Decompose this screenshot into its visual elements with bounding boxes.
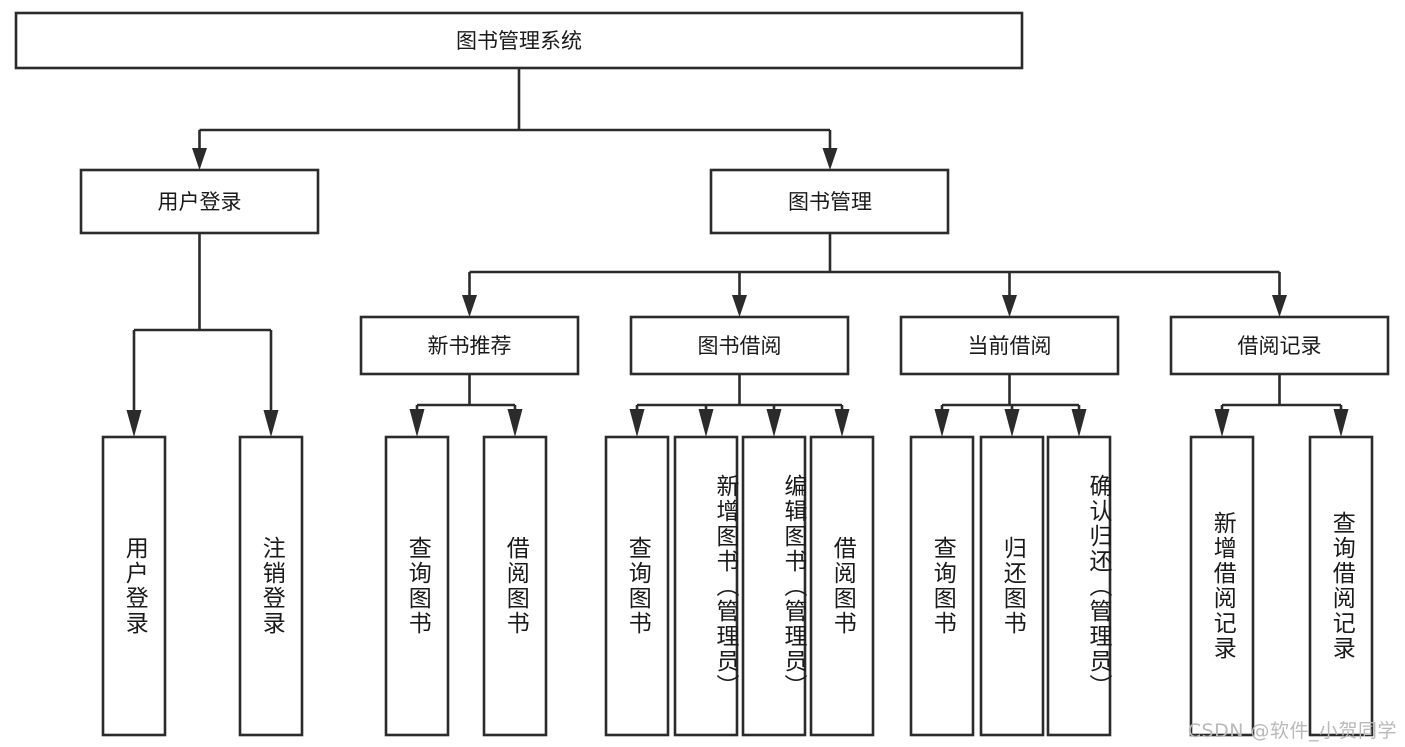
node-book-manage[interactable]: 图书管理 bbox=[709, 168, 950, 235]
node-borrow-record[interactable]: 借阅记录 bbox=[1169, 315, 1390, 376]
arrow-icon-leaf-9 bbox=[934, 409, 950, 437]
node-borrow-record-label: 借阅记录 bbox=[1238, 334, 1322, 358]
node-book-borrow-box bbox=[629, 315, 850, 376]
node-current-borrow-box bbox=[899, 315, 1120, 376]
node-borrow-record-box bbox=[1169, 315, 1390, 376]
arrow-icon-leaf-5 bbox=[629, 409, 645, 437]
arrow-icon-level3-3 bbox=[1002, 295, 1017, 317]
node-new-book-rec-label: 新书推荐 bbox=[428, 334, 512, 358]
node-leaf-box-11[interactable] bbox=[1046, 435, 1112, 737]
arrow-icon-leaf-3 bbox=[409, 409, 425, 437]
node-leaf-box-6[interactable] bbox=[673, 435, 739, 737]
node-leaf-box-3[interactable] bbox=[384, 435, 450, 737]
node-leaf-box-13[interactable] bbox=[1308, 435, 1374, 737]
node-leaf-box-5[interactable] bbox=[604, 435, 670, 737]
arrow-icon-leaf-6 bbox=[698, 409, 714, 437]
arrow-icon-leaf-7 bbox=[766, 409, 782, 437]
node-leaf-box-4[interactable] bbox=[482, 435, 548, 737]
node-leaf-box-2[interactable] bbox=[238, 435, 304, 737]
arrow-icon-leaf-10 bbox=[1004, 409, 1020, 437]
node-root-label: 图书管理系统 bbox=[456, 29, 582, 53]
node-book-borrow-label: 图书借阅 bbox=[698, 334, 782, 358]
node-current-borrow[interactable]: 当前借阅 bbox=[899, 315, 1120, 376]
node-root-box bbox=[14, 11, 1024, 70]
node-leaf-box-9[interactable] bbox=[909, 435, 975, 737]
node-new-book-rec-box bbox=[359, 315, 580, 376]
arrow-icon-user-login bbox=[192, 148, 207, 170]
node-user-login-label: 用户登录 bbox=[158, 190, 242, 214]
arrow-icon-leaf-8 bbox=[834, 409, 850, 437]
arrow-icon-leaf-4 bbox=[507, 409, 523, 437]
node-current-borrow-label: 当前借阅 bbox=[968, 334, 1052, 358]
watermark-text: CSDN @软件_小贺同学 bbox=[1187, 720, 1397, 742]
node-root[interactable]: 图书管理系统 bbox=[14, 11, 1024, 70]
node-leaf-box-8[interactable] bbox=[809, 435, 875, 737]
node-leaf-box-1[interactable] bbox=[101, 435, 167, 737]
node-new-book-rec[interactable]: 新书推荐 bbox=[359, 315, 580, 376]
node-leaf-box-7[interactable] bbox=[741, 435, 807, 737]
node-leaf-box-12[interactable] bbox=[1189, 435, 1255, 737]
arrow-icon-leaf-2 bbox=[263, 410, 279, 437]
arrow-icon-book-manage bbox=[822, 148, 838, 170]
node-book-borrow[interactable]: 图书借阅 bbox=[629, 315, 850, 376]
arrow-icon-level3-2 bbox=[732, 295, 747, 317]
arrow-icon-leaf-1 bbox=[126, 410, 142, 437]
node-book-manage-box bbox=[709, 168, 950, 235]
node-user-login-box bbox=[79, 168, 320, 235]
arrow-icon-level3-4 bbox=[1272, 295, 1287, 317]
arrow-icon-level3-1 bbox=[462, 295, 477, 317]
arrow-icon-leaf-13 bbox=[1333, 409, 1349, 437]
node-user-login[interactable]: 用户登录 bbox=[79, 168, 320, 235]
connector-layer bbox=[126, 68, 1349, 437]
node-leaf-box-10[interactable] bbox=[979, 435, 1045, 737]
arrow-icon-leaf-11 bbox=[1071, 409, 1087, 437]
node-book-manage-label: 图书管理 bbox=[788, 190, 872, 214]
leaf-box-layer bbox=[101, 435, 1374, 737]
arrow-icon-leaf-12 bbox=[1214, 409, 1230, 437]
